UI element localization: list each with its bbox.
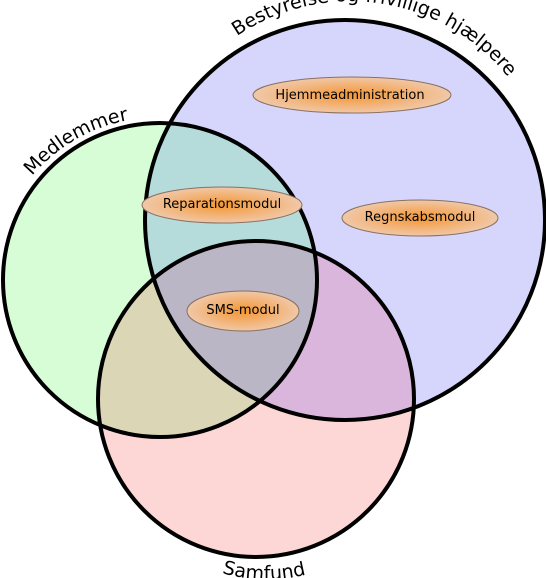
set-board-outline (143, 18, 546, 422)
module-accounting: Regnskabsmodul (341, 199, 499, 237)
module-home-admin-label: Hjemmeadministration (275, 88, 424, 103)
module-repair: Reparationsmodul (141, 186, 303, 224)
set-members-outline (1, 121, 319, 439)
module-repair-ellipse (141, 186, 303, 224)
set-community-outline (96, 239, 416, 559)
module-sms-ellipse (186, 290, 300, 332)
module-accounting-label: Regnskabsmodul (365, 210, 476, 225)
set-community-label: Samfund (221, 557, 308, 578)
module-sms-label: SMS-modul (206, 303, 279, 318)
module-home-admin: Hjemmeadministration (252, 76, 452, 114)
module-repair-label: Reparationsmodul (163, 197, 281, 212)
module-home-admin-ellipse (252, 76, 452, 114)
module-sms: SMS-modul (186, 290, 300, 332)
module-accounting-ellipse (341, 199, 499, 237)
